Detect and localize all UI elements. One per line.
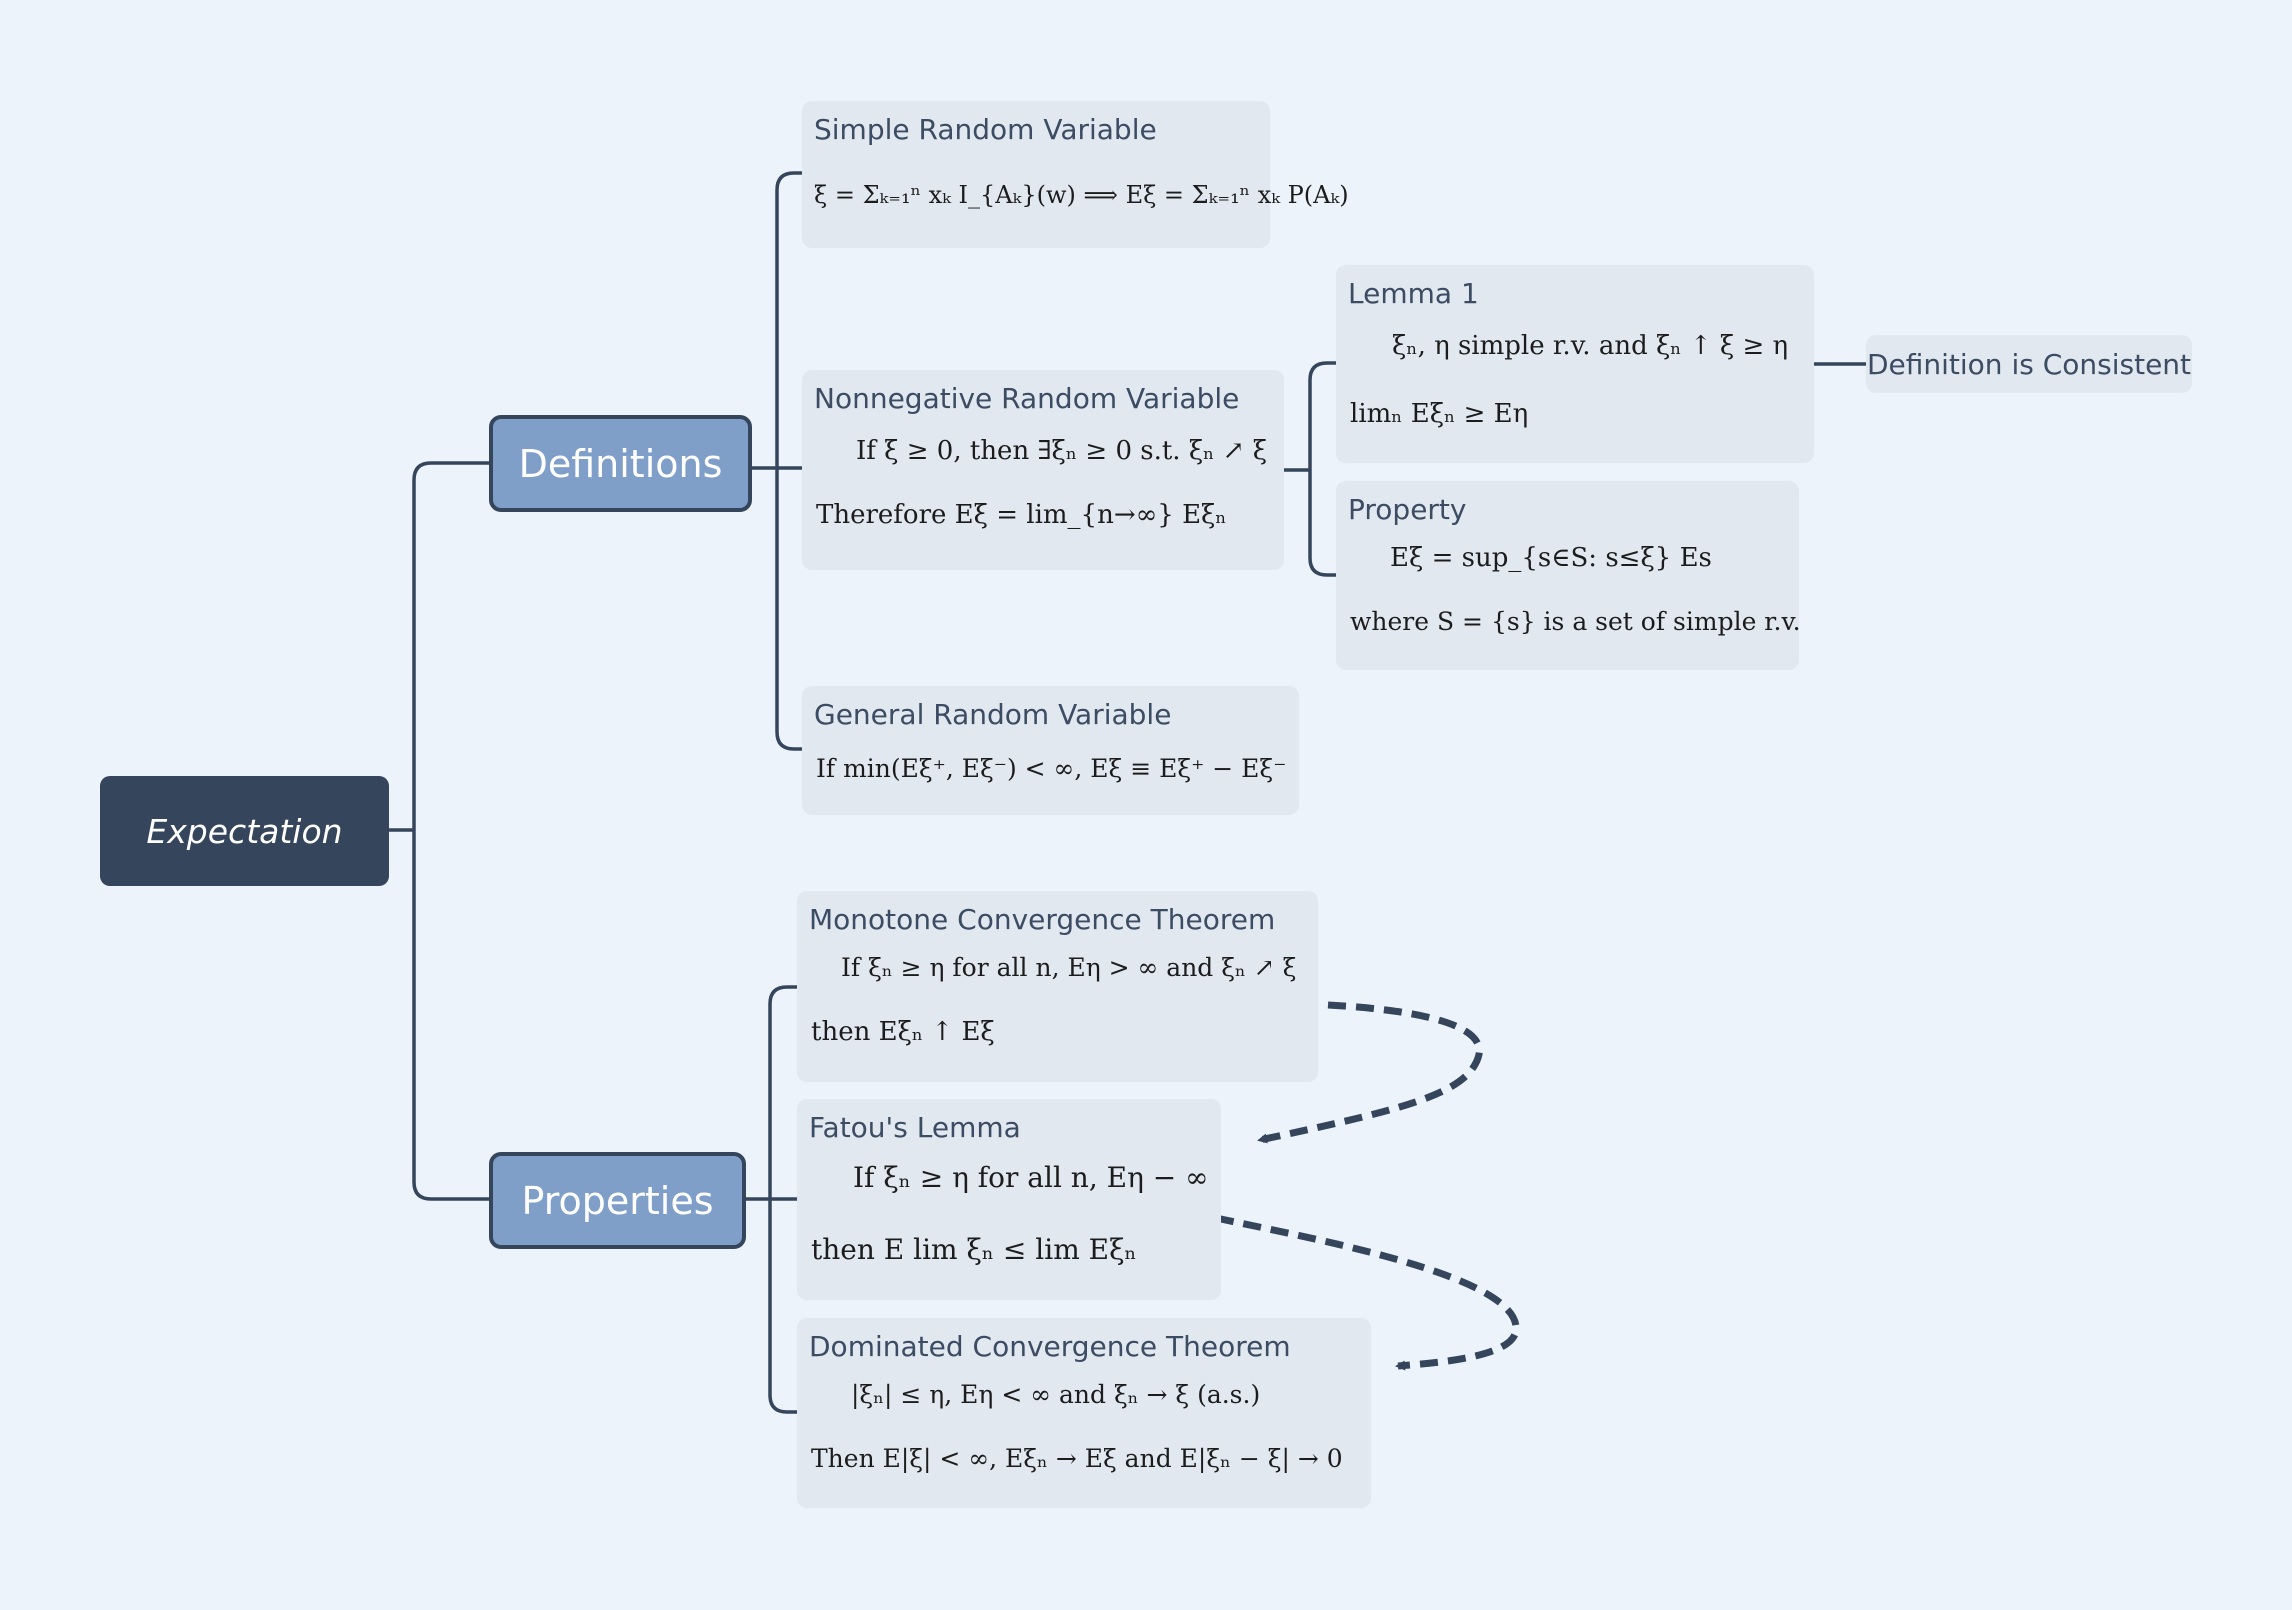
- monotone-line1: If ξₙ ≥ η for all n, Eη > ∞ and ξₙ ↗ ξ: [841, 953, 1297, 982]
- fatou-title: Fatou's Lemma: [809, 1111, 1021, 1144]
- simple-rv-formula: ξ = Σₖ₌₁ⁿ xₖ I_{Aₖ}(w) ⟹ Eξ = Σₖ₌₁ⁿ xₖ P…: [814, 181, 1349, 209]
- lemma1-line2: limₙ Eξₙ ≥ Eη: [1350, 399, 1529, 429]
- dominated-line1: |ξₙ| ≤ η, Eη < ∞ and ξₙ → ξ (a.s.): [851, 1380, 1261, 1409]
- lemma1-line1: ξₙ, η simple r.v. and ξₙ ↑ ξ ≥ η: [1392, 331, 1789, 361]
- nonnegative-rv-line2: Therefore Eξ = lim_{n→∞} Eξₙ: [816, 500, 1227, 530]
- fatou-card[interactable]: Fatou's Lemma If ξₙ ≥ η for all n, Eη − …: [797, 1099, 1221, 1300]
- nonnegative-rv-card[interactable]: Nonnegative Random Variable If ξ ≥ 0, th…: [802, 370, 1284, 570]
- general-rv-line1: If min(Eξ⁺, Eξ⁻) < ∞, Eξ ≡ Eξ⁺ − Eξ⁻: [816, 754, 1287, 783]
- root-node[interactable]: Expectation: [100, 776, 389, 886]
- properties-label: Properties: [521, 1178, 714, 1223]
- definition-consistent-label: Definition is Consistent: [1866, 347, 2192, 381]
- nonnegative-rv-line1: If ξ ≥ 0, then ∃ξₙ ≥ 0 s.t. ξₙ ↗ ξ: [856, 436, 1268, 466]
- property-line2: where S = {s} is a set of simple r.v.: [1350, 607, 1801, 636]
- fatou-to-dominated-arrow: [1215, 1214, 1520, 1371]
- property-line1: Eξ = sup_{s∈S: s≤ξ} Es: [1390, 543, 1712, 573]
- definition-consistent-node[interactable]: Definition is Consistent: [1866, 335, 2192, 393]
- monotone-card[interactable]: Monotone Convergence Theorem If ξₙ ≥ η f…: [797, 891, 1318, 1082]
- definitions-connector: [748, 171, 804, 751]
- simple-rv-title: Simple Random Variable: [814, 113, 1157, 146]
- dominated-title: Dominated Convergence Theorem: [809, 1330, 1291, 1363]
- properties-topic[interactable]: Properties: [489, 1152, 746, 1249]
- nonnegative-connector: [1282, 361, 1338, 577]
- root-connector: [386, 461, 492, 1201]
- property-card[interactable]: Property Eξ = sup_{s∈S: s≤ξ} Es where S …: [1336, 481, 1801, 670]
- nonnegative-rv-title: Nonnegative Random Variable: [814, 382, 1240, 415]
- monotone-to-fatou-arrow: [1257, 1001, 1483, 1144]
- definitions-label: Definitions: [518, 441, 723, 486]
- monotone-title: Monotone Convergence Theorem: [809, 903, 1276, 936]
- lemma1-title: Lemma 1: [1348, 277, 1479, 310]
- fatou-line2: then E lim ξₙ ≤ lim Eξₙ: [811, 1233, 1137, 1266]
- general-rv-title: General Random Variable: [814, 698, 1172, 731]
- fatou-line1: If ξₙ ≥ η for all n, Eη − ∞: [853, 1161, 1209, 1194]
- monotone-line2: then Eξₙ ↑ Eξ: [811, 1017, 995, 1047]
- dominated-line2: Then E|ξ| < ∞, Eξₙ → Eξ and E|ξₙ − ξ| → …: [811, 1444, 1343, 1473]
- property-title: Property: [1348, 493, 1467, 526]
- properties-connector: [744, 985, 799, 1414]
- definitions-topic[interactable]: Definitions: [489, 415, 752, 512]
- general-rv-card[interactable]: General Random Variable If min(Eξ⁺, Eξ⁻)…: [802, 686, 1299, 815]
- root-label: Expectation: [146, 811, 343, 851]
- dominated-card[interactable]: Dominated Convergence Theorem |ξₙ| ≤ η, …: [797, 1318, 1371, 1508]
- lemma1-card[interactable]: Lemma 1 ξₙ, η simple r.v. and ξₙ ↑ ξ ≥ η…: [1336, 265, 1814, 463]
- simple-rv-card[interactable]: Simple Random Variable ξ = Σₖ₌₁ⁿ xₖ I_{A…: [802, 101, 1349, 248]
